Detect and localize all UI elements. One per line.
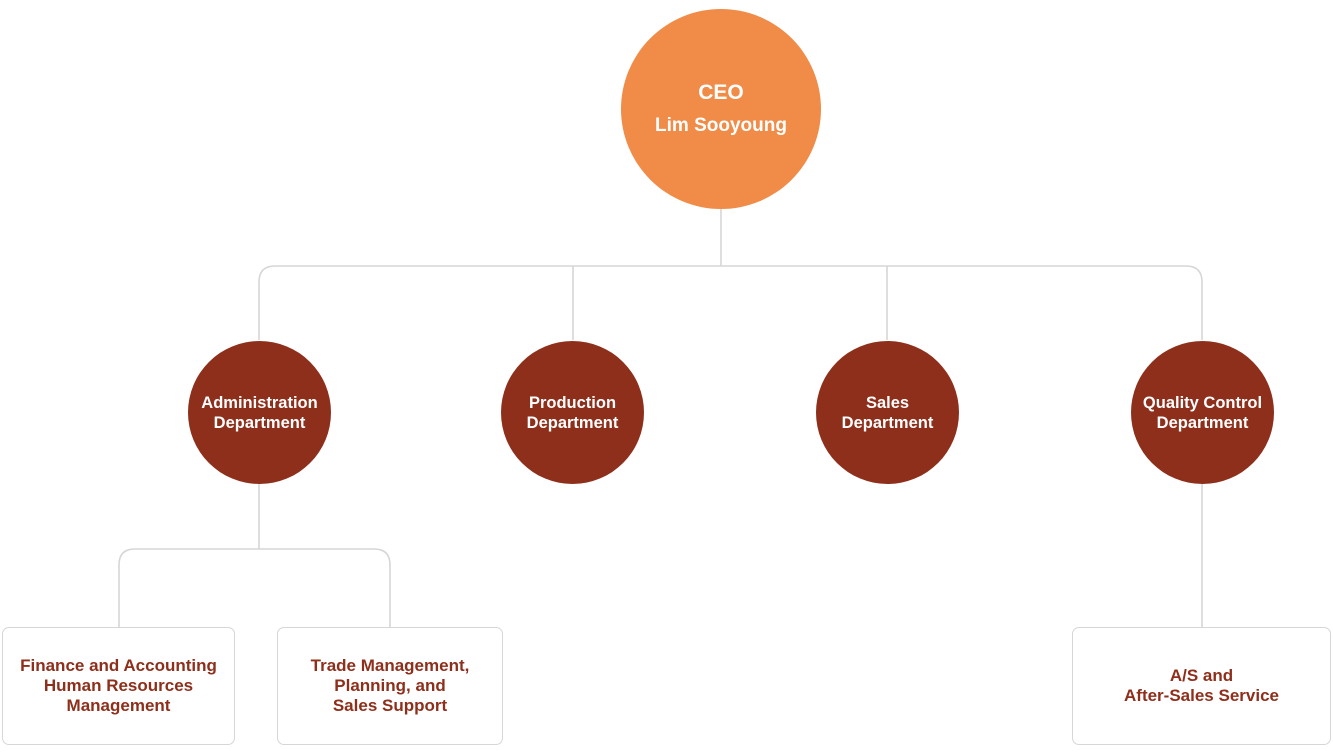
team-trade-planning-sales: Trade Management, Planning, and Sales Su… <box>277 627 503 745</box>
team-finance-hr: Finance and Accounting Human Resources M… <box>2 627 235 745</box>
dept-production: Production Department <box>501 341 644 484</box>
ceo-name: Lim Sooyoung <box>655 115 787 136</box>
dept-label-line: Production <box>528 393 617 412</box>
dept-quality-control: Quality Control Department <box>1131 341 1274 484</box>
dept-label-line: Department <box>1156 413 1249 432</box>
team-after-sales-service: A/S and After-Sales Service <box>1072 627 1331 745</box>
ceo-node: CEO Lim Sooyoung <box>621 9 821 209</box>
team-label-line: Trade Management, <box>310 656 470 675</box>
connector-top-bus <box>258 265 1203 340</box>
connector-admin-bus <box>118 548 391 627</box>
team-label-line: Planning, and <box>334 676 446 695</box>
team-label-line: Human Resources <box>43 676 194 695</box>
dept-label-line: Department <box>213 413 306 432</box>
ceo-title: CEO <box>698 81 744 104</box>
dept-label-line: Department <box>526 413 619 432</box>
dept-administration: Administration Department <box>188 341 331 484</box>
dept-label-line: Quality Control <box>1142 393 1263 412</box>
dept-sales: Sales Department <box>816 341 959 484</box>
team-label-line: Sales Support <box>332 696 448 715</box>
dept-label-line: Administration <box>201 393 318 412</box>
team-label-line: Management <box>66 696 171 715</box>
team-label-line: A/S and <box>1169 666 1234 685</box>
dept-label-line: Department <box>841 413 934 432</box>
team-label-line: After-Sales Service <box>1124 686 1279 705</box>
dept-label-line: Sales <box>865 393 910 412</box>
team-label-line: Finance and Accounting <box>20 656 217 675</box>
